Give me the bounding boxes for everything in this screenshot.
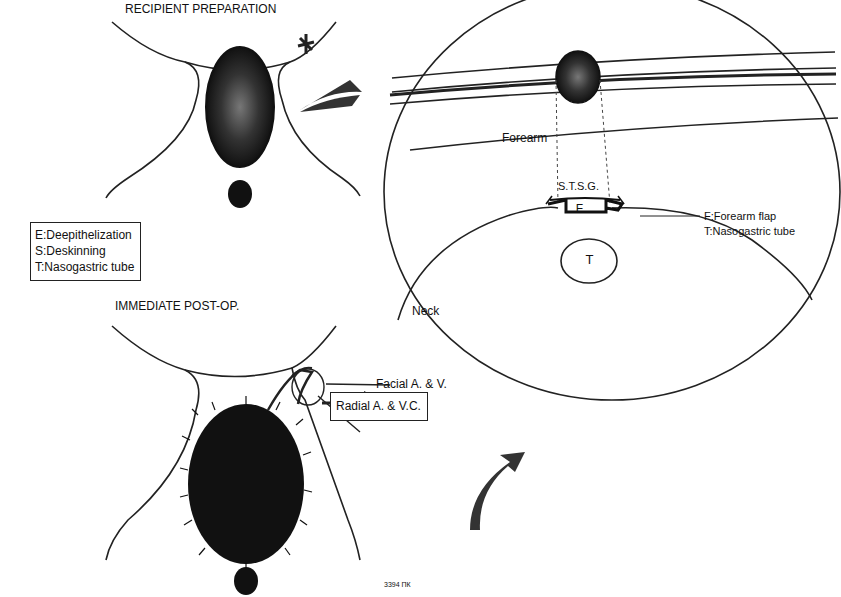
label: Forearm [502,132,547,145]
label: IMMEDIATE POST-OP. [115,300,239,313]
label: 3394 ПК [384,581,411,589]
node-text: F [575,201,584,217]
part-mark: F [575,201,584,218]
label: F:Forearm flap [704,210,776,222]
label: Neck [412,305,439,318]
node-text: Radial A. & V.C. [336,398,422,414]
label: Facial A. & V. [376,378,447,391]
label: S.T.S.G. [558,180,599,192]
node-text: T [578,251,601,269]
key-box: E:DeepithelizationS:DeskinningT:Nasogast… [30,222,141,281]
node-text: S:Deskinning [35,243,136,259]
vessel-box: Radial A. & V.C. [330,392,428,421]
label: RECIPIENT PREPARATION [125,3,276,16]
node-text: T:Nasogastric tube [35,259,136,275]
part-mark: T [578,251,601,271]
label: T:Nasogastric tube [704,225,795,237]
node-text: E:Deepithelization [35,227,136,243]
